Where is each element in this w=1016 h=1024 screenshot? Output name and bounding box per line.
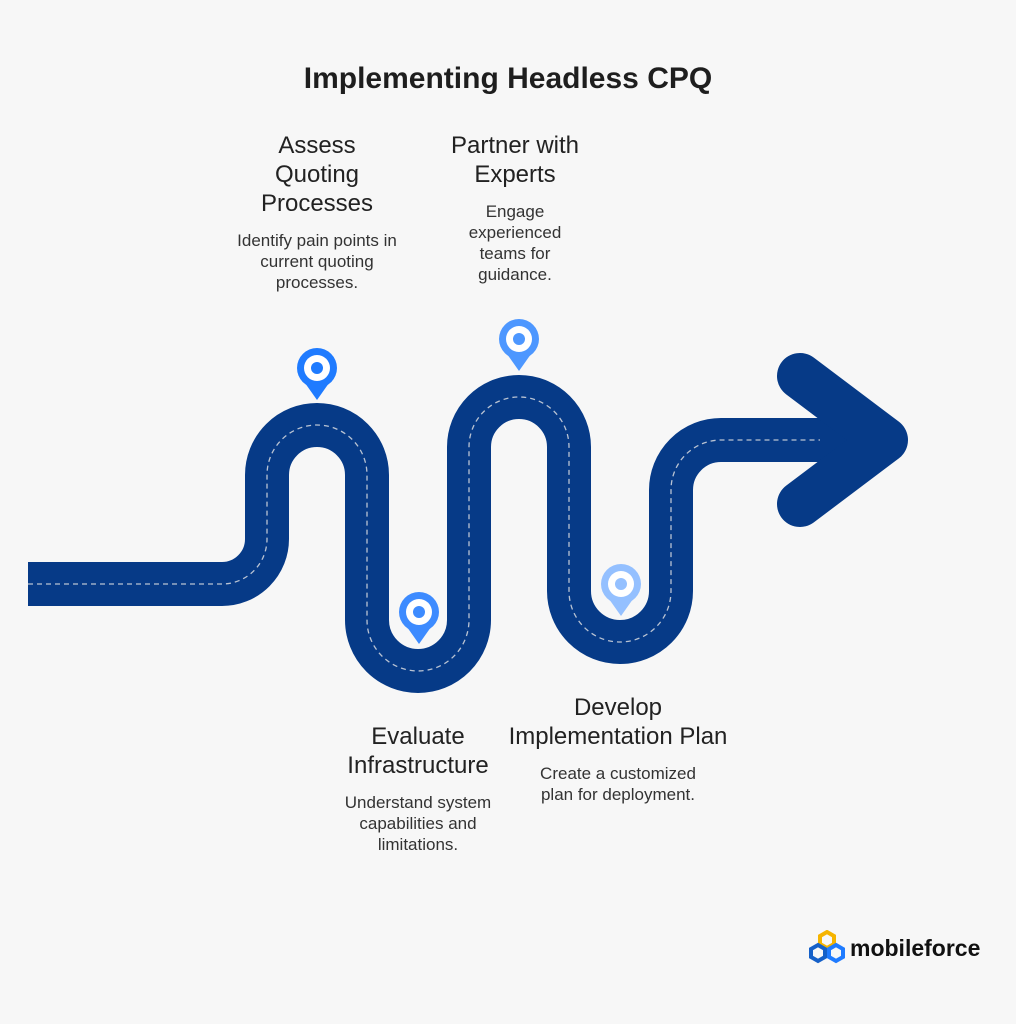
- mobileforce-logo: mobileforce: [808, 930, 980, 966]
- step-develop: Develop Implementation Plan Create a cus…: [508, 693, 728, 805]
- step-text: Understand system capabilities and limit…: [344, 793, 492, 854]
- step-heading: Assess Quoting Processes: [260, 132, 374, 217]
- title: Implementing Headless CPQ: [303, 62, 713, 95]
- pin-icon-3: [399, 592, 439, 644]
- step-assess: Assess Quoting Processes Identify pain p…: [207, 131, 427, 293]
- step-text: Engage experienced teams for guidance.: [468, 202, 562, 284]
- pin-icon-1: [297, 348, 337, 400]
- step-heading: Evaluate Infrastructure: [347, 723, 489, 779]
- step-evaluate: Evaluate Infrastructure Understand syste…: [308, 722, 528, 855]
- step-partner: Partner with Experts Engage experienced …: [410, 131, 620, 285]
- logo-text: mobileforce: [850, 934, 981, 961]
- pin-icon-4: [601, 564, 641, 616]
- road: [28, 375, 870, 693]
- road-centerline: [28, 396, 820, 672]
- step-heading: Develop Implementation Plan: [508, 694, 728, 750]
- arrow-head: [777, 353, 908, 527]
- pin-icon-2: [499, 319, 539, 371]
- step-heading: Partner with Experts: [450, 132, 580, 188]
- step-text: Identify pain points in current quoting …: [237, 231, 397, 292]
- step-text: Create a customized plan for deployment.: [540, 764, 696, 804]
- logo-icon: [809, 930, 845, 964]
